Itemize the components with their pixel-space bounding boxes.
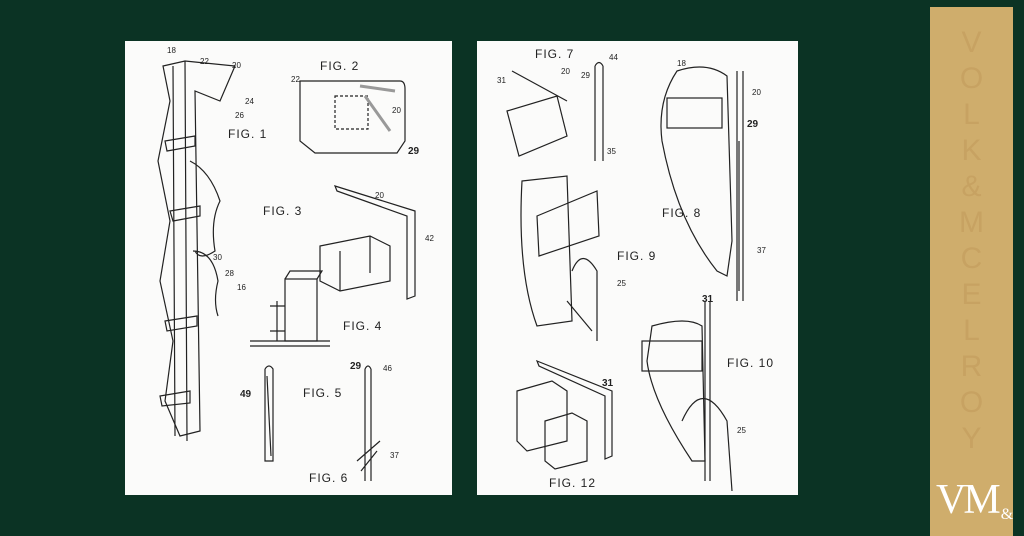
figure-label: FIG. 9 — [617, 249, 657, 263]
vm-logo: VM& — [936, 477, 1013, 523]
patent-illustrations-1 — [157, 60, 416, 481]
reference-numeral: 18 — [677, 59, 686, 68]
reference-numeral: 18 — [167, 46, 176, 55]
brand-letter: R — [960, 350, 983, 383]
figure-label: FIG. 2 — [320, 59, 360, 73]
reference-numeral: 35 — [607, 147, 616, 156]
patent-drawing-sheet-2: FIG. 7 FIG. 8 FIG. 9 FIG. 10 FIG. 12 31 … — [477, 41, 798, 495]
reference-numeral: 20 — [752, 88, 761, 97]
patent-drawing-sheet-1: FIG. 2 FIG. 1 FIG. 3 FIG. 4 FIG. 5 FIG. … — [125, 41, 452, 495]
figure-label: FIG. 5 — [303, 386, 343, 400]
brand-letter: O — [959, 62, 984, 95]
reference-numeral: 29 — [350, 361, 362, 372]
reference-numeral: 20 — [375, 191, 384, 200]
brand-name-vertical: V O L K & M C E L R O Y — [930, 25, 1013, 457]
reference-numeral: 46 — [383, 364, 392, 373]
brand-letter: L — [963, 98, 980, 131]
logo-ampersand: & — [1000, 506, 1014, 523]
figure-label: FIG. 7 — [535, 47, 575, 61]
reference-numeral: 20 — [232, 61, 241, 70]
reference-numeral: 20 — [392, 106, 401, 115]
reference-numeral: 20 — [561, 67, 570, 76]
reference-numeral: 22 — [291, 75, 300, 84]
brand-letter: V — [961, 26, 982, 59]
figure-label: FIG. 1 — [228, 127, 268, 141]
brand-letter: L — [963, 314, 980, 347]
brand-letter: & — [961, 170, 982, 203]
reference-numeral: 31 — [702, 294, 714, 305]
reference-numeral: 28 — [225, 269, 234, 278]
reference-numeral: 26 — [235, 111, 244, 120]
brand-letter: E — [961, 278, 982, 311]
figure-label: FIG. 12 — [549, 476, 597, 490]
reference-numeral: 16 — [237, 283, 246, 292]
reference-numeral: 29 — [747, 119, 759, 130]
reference-numeral: 22 — [200, 57, 209, 66]
figure-label: FIG. 3 — [263, 204, 303, 218]
brand-sidebar: V O L K & M C E L R O Y VM& — [930, 7, 1013, 536]
reference-numeral: 37 — [390, 451, 399, 460]
reference-numeral: 37 — [757, 246, 766, 255]
reference-numeral: 25 — [737, 426, 746, 435]
reference-numeral: 31 — [602, 378, 614, 389]
figure-label: FIG. 6 — [309, 471, 349, 485]
figure-label: FIG. 4 — [343, 319, 383, 333]
patent-illustrations-2 — [506, 61, 744, 492]
reference-numeral: 24 — [245, 97, 254, 106]
reference-numeral: 25 — [617, 279, 626, 288]
reference-numeral: 31 — [497, 76, 506, 85]
reference-numeral: 29 — [581, 71, 590, 80]
brand-letter: K — [961, 134, 982, 167]
figure-label: FIG. 8 — [662, 206, 702, 220]
brand-letter: O — [959, 386, 984, 419]
brand-letter: C — [960, 242, 983, 275]
brand-letter: Y — [961, 422, 982, 455]
reference-numeral: 44 — [609, 53, 618, 62]
reference-numeral: 42 — [425, 234, 434, 243]
reference-numeral: 49 — [240, 389, 252, 400]
figure-label: FIG. 10 — [727, 356, 775, 370]
logo-letters: VM — [936, 477, 1001, 523]
reference-numeral: 30 — [213, 253, 222, 262]
reference-numeral: 29 — [408, 146, 420, 157]
brand-letter: M — [959, 206, 984, 239]
